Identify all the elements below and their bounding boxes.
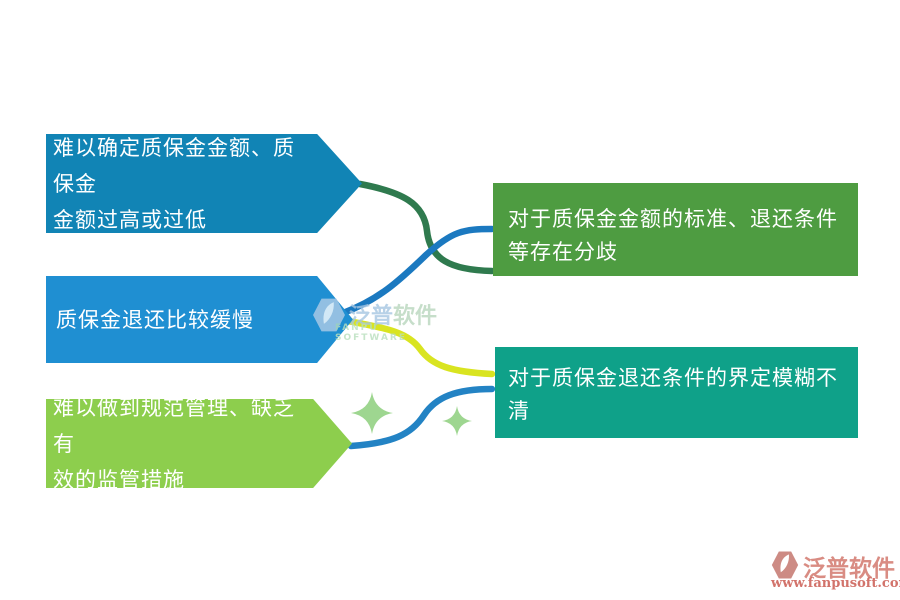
footer-logo-title: 泛普软件	[803, 555, 895, 582]
connector-box2-to-rbox1	[339, 225, 496, 317]
watermark-title: 泛普软件	[349, 303, 438, 329]
connector-box2-to-rbox2	[339, 316, 496, 378]
connector-box1-to-rbox1	[356, 180, 496, 275]
sparkle-icon	[442, 406, 472, 436]
footer-logo-url: www.fanpusoft.com	[771, 576, 900, 591]
fanpu-logo-icon	[771, 551, 799, 579]
watermark-subtitle: FANPU SOFTWARE	[335, 323, 407, 343]
issue-box-management: 难以做到规范管理、缺乏有 效的监管措施	[46, 399, 352, 488]
connector-box3-to-rbox2	[347, 385, 496, 450]
watermark: 泛普软件 FANPU SOFTWARE	[311, 296, 451, 343]
issue-box-slow-refund: 质保金退还比较缓慢	[46, 276, 353, 363]
sparkle-icon	[351, 392, 393, 434]
issue-box-amount: 难以确定质保金金额、质保金 金额过高或过低	[46, 134, 362, 233]
result-box-standard-dispute: 对于质保金金额的标准、退还条件 等存在分歧	[493, 183, 858, 276]
fanpu-logo-icon	[313, 298, 345, 332]
footer-logo: 泛普软件 www.fanpusoft.com	[770, 549, 900, 594]
result-box-vague-conditions: 对于质保金退还条件的界定模糊不清	[495, 347, 858, 438]
